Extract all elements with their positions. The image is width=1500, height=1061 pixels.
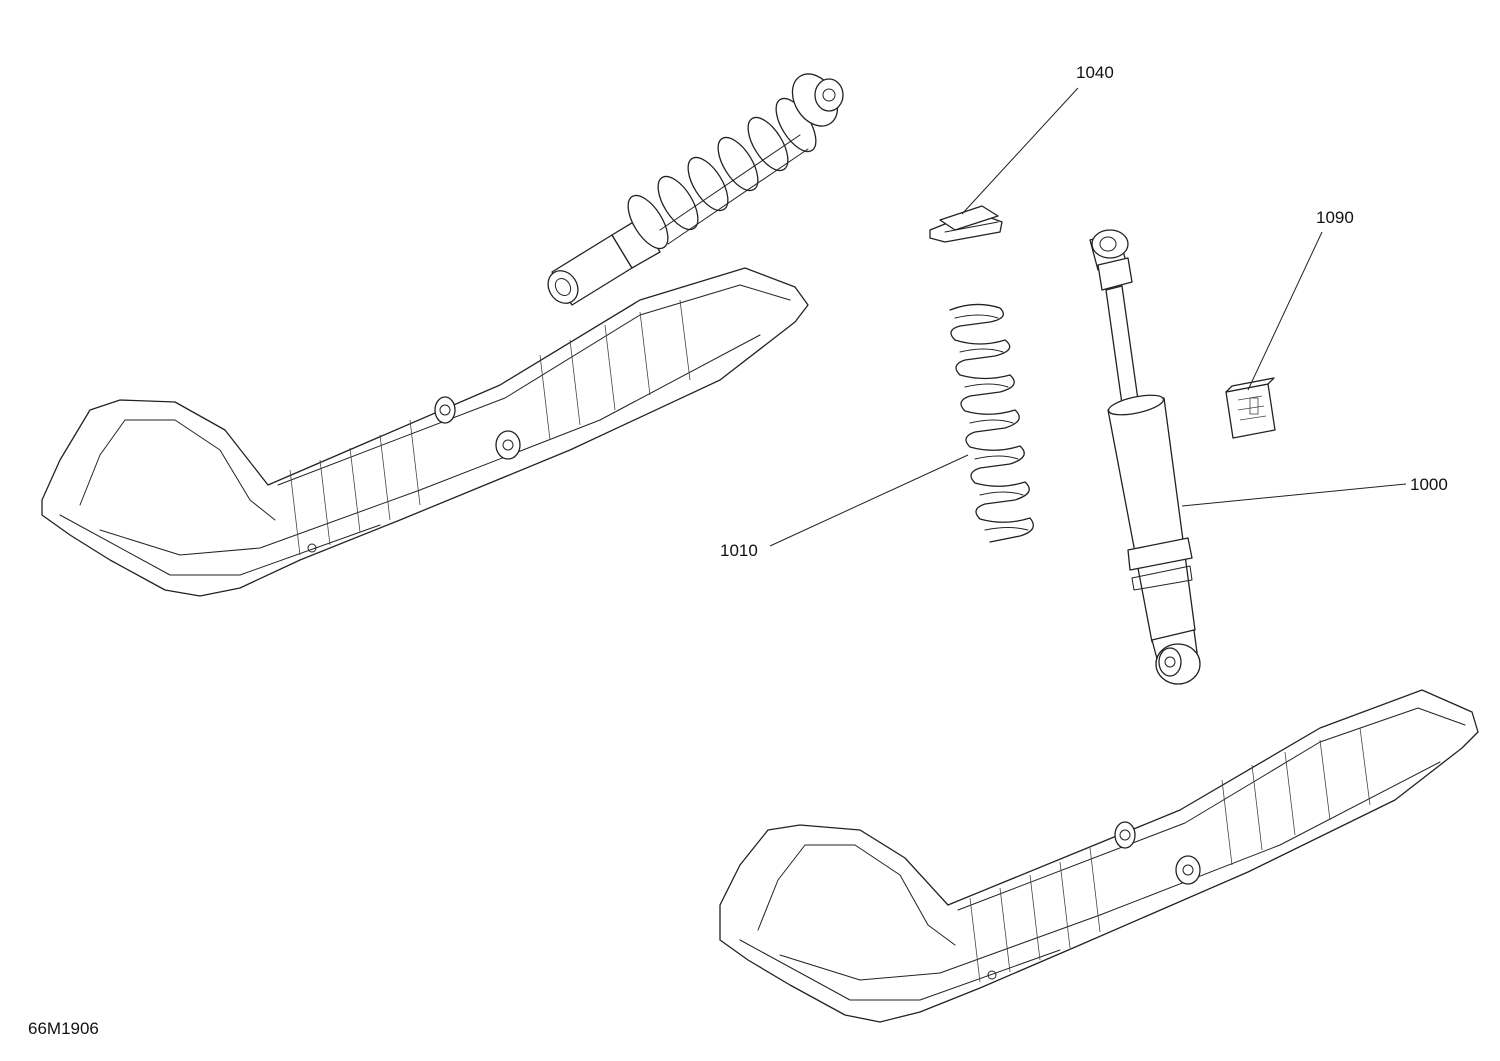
callout-1090: 1090 [1316,208,1354,227]
leader-1090 [1247,231,1323,391]
part-1090-decal [1225,377,1276,439]
ski-bottom-right [719,689,1479,1023]
callout-1000: 1000 [1410,475,1448,494]
leader-1040 [961,87,1079,215]
leader-lines [769,87,1407,547]
part-1000-shock-absorber [1089,229,1201,685]
leader-1010 [769,454,969,547]
leader-1000 [1181,483,1407,507]
figure-code: 66M1906 [28,1019,99,1038]
shock-coil-spring [627,97,817,250]
ski-top-left [41,267,809,597]
part-1040-stopper [929,205,1003,243]
shock-assembly-top-left [547,73,844,306]
part-1010-coil-spring [949,303,1034,543]
callout-1010: 1010 [720,541,758,560]
callout-1040: 1040 [1076,63,1114,82]
